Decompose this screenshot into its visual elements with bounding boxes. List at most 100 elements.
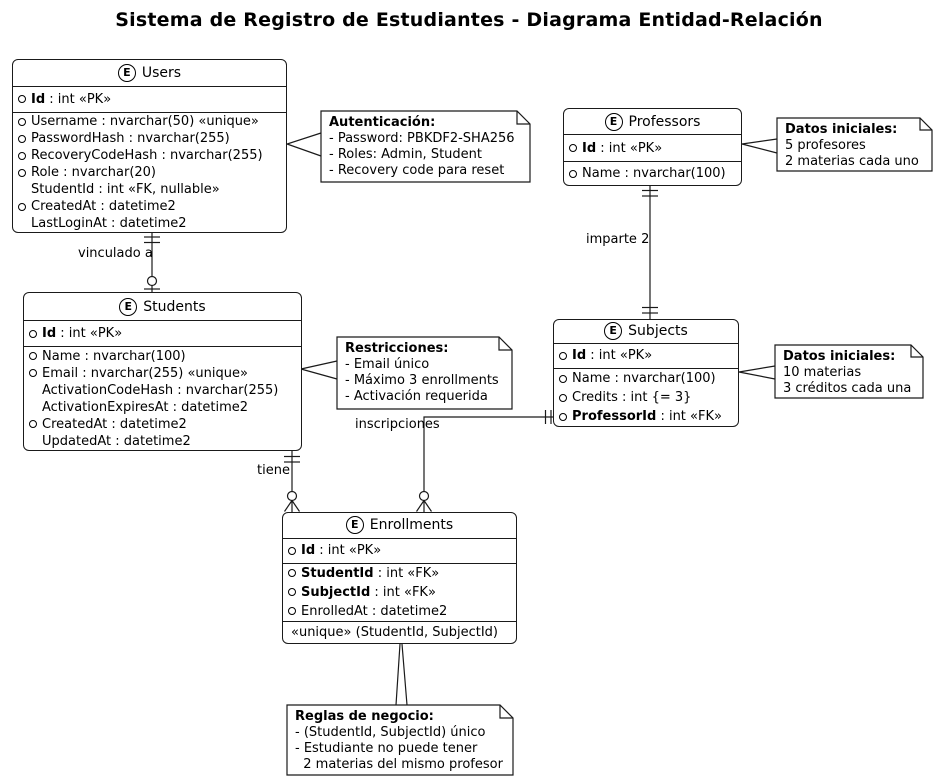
note-line: - (StudentId, SubjectId) único [295, 725, 486, 740]
note-line: 3 créditos cada una [783, 381, 912, 396]
note-connector-subjects-seed [738, 365, 776, 380]
entity-students: E Students Id : int «PK» Name : nvarchar… [23, 292, 302, 451]
entity-icon: E [345, 516, 364, 535]
entity-field: ActivationExpiresAt : datetime2 [42, 399, 249, 415]
field-text: Id : int «PK» [31, 91, 112, 107]
note-title: Restricciones: [345, 341, 449, 356]
note-business-rules: Reglas de negocio: - (StudentId, Subject… [287, 705, 513, 775]
note-constraints: Restricciones: - Email único - Máximo 3 … [337, 337, 512, 409]
entity-users-pk-row: Id : int «PK» [13, 85, 286, 112]
note-fold-icon [910, 345, 923, 358]
note-title: Datos iniciales: [783, 349, 896, 364]
note-line: - Password: PBKDF2-SHA256 [329, 131, 515, 146]
edge-students-enrollments [284, 451, 300, 512]
field-circle-icon [18, 95, 26, 104]
cardinality-exactly-one-icon [284, 455, 300, 463]
entity-field: CreatedAt : datetime2 [13, 198, 286, 215]
entity-subjects-header: E Subjects [554, 320, 738, 343]
note-connector-professors-seed [741, 138, 778, 154]
entity-subjects: E Subjects Id : int «PK» Name : nvarchar… [553, 319, 739, 427]
note-line: 10 materias [783, 365, 862, 380]
edge-subjects-enrollments [416, 410, 553, 512]
field-circle-icon [288, 569, 296, 578]
field-circle-icon [559, 374, 567, 383]
entity-students-pk-row: Id : int «PK» [24, 320, 301, 346]
edge-label-tiene: tiene [257, 463, 290, 478]
entity-field: ProfessorId : int «FK» [554, 407, 738, 426]
note-shape-auth [320, 110, 531, 183]
note-subjects-seed: Datos iniciales: 10 materias 3 créditos … [775, 345, 923, 398]
field-circle-icon [18, 202, 26, 211]
entity-professors-pk-row: Id : int «PK» [564, 134, 741, 161]
note-shape-subjects-seed [774, 344, 924, 399]
field-circle-icon [569, 169, 577, 178]
note-line: 5 profesores [785, 138, 866, 153]
note-fold-icon [498, 337, 512, 351]
note-title: Reglas de negocio: [295, 709, 434, 724]
note-line: 2 materias cada uno [785, 154, 919, 169]
field-circle-icon [29, 420, 37, 428]
entity-field: StudentId : int «FK, nullable» [31, 182, 220, 197]
note-connector-auth [285, 132, 322, 157]
note-connector-constraints [300, 360, 338, 380]
field-circle-icon [29, 329, 37, 338]
entity-enrollments-fields: StudentId : int «FK» SubjectId : int «FK… [283, 562, 516, 621]
field-circle-icon [18, 117, 26, 126]
entity-students-fields: Name : nvarchar(100) Email : nvarchar(25… [24, 346, 301, 450]
entity-field: UpdatedAt : datetime2 [42, 433, 191, 449]
entity-field: Credits : int {= 3} [554, 388, 738, 407]
entity-enrollments-unique-constraint: «unique» (StudentId, SubjectId) [283, 620, 516, 643]
note-shape-professors-seed [776, 117, 933, 172]
entity-icon: E [604, 112, 623, 131]
note-connector-business-rules [395, 643, 408, 706]
entity-users: E Users Id : int «PK» Username : nvarcha… [12, 59, 287, 233]
entity-students-header: E Students [24, 293, 301, 320]
field-circle-icon [18, 168, 26, 177]
note-line: - Roles: Admin, Student [329, 147, 482, 162]
edge-label-imparte: imparte 2 [586, 232, 650, 247]
entity-users-fields: Username : nvarchar(50) «unique» Passwor… [13, 112, 286, 232]
entity-field: Role : nvarchar(20) [13, 164, 286, 181]
entity-subjects-fields: Name : nvarchar(100) Credits : int {= 3}… [554, 368, 738, 426]
entity-enrollments-pk-row: Id : int «PK» [283, 537, 516, 563]
cardinality-zero-or-many-icon [284, 490, 300, 512]
cardinality-exactly-one-icon [642, 306, 658, 314]
field-circle-icon [18, 151, 26, 160]
cardinality-zero-or-one-icon [144, 275, 160, 290]
note-title: Autenticación: [329, 115, 436, 130]
entity-field: LastLoginAt : datetime2 [31, 216, 187, 231]
entity-professors-header: E Professors [564, 109, 741, 134]
note-auth: Autenticación: - Password: PBKDF2-SHA256… [321, 111, 530, 182]
note-shape-business-rules [286, 704, 514, 776]
entity-name: Enrollments [369, 517, 454, 534]
entity-name: Subjects [628, 323, 688, 340]
field-circle-icon [288, 588, 296, 597]
entity-enrollments: E Enrollments Id : int «PK» StudentId : … [282, 512, 517, 644]
entity-icon: E [604, 322, 623, 341]
entity-name: Students [143, 298, 206, 315]
note-line: - Email único [345, 357, 430, 372]
note-line: - Máximo 3 enrollments [345, 373, 499, 388]
edge-label-inscripciones: inscripciones [355, 417, 440, 432]
entity-enrollments-header: E Enrollments [283, 513, 516, 538]
field-circle-icon [559, 351, 567, 360]
entity-icon: E [117, 63, 136, 82]
diagram-title: Sistema de Registro de Estudiantes - Dia… [115, 9, 823, 31]
note-fold-icon [499, 705, 513, 719]
entity-field: PasswordHash : nvarchar(255) [13, 130, 286, 147]
entity-field: EnrolledAt : datetime2 [283, 602, 516, 621]
entity-field: Name : nvarchar(100) [564, 165, 741, 182]
entity-professors-fields: Name : nvarchar(100) [564, 161, 741, 185]
cardinality-zero-or-many-icon [416, 490, 432, 512]
cardinality-exactly-one-icon [544, 410, 552, 424]
entity-subjects-pk-row: Id : int «PK» [554, 342, 738, 368]
note-line: - Estudiante no puede tener [295, 741, 478, 756]
field-circle-icon [559, 412, 567, 421]
note-fold-icon [516, 111, 530, 125]
cardinality-exactly-one-icon [144, 236, 160, 244]
entity-name: Professors [628, 113, 701, 130]
field-circle-icon [288, 546, 296, 555]
cardinality-exactly-one-icon [642, 189, 658, 197]
note-fold-icon [919, 118, 932, 131]
